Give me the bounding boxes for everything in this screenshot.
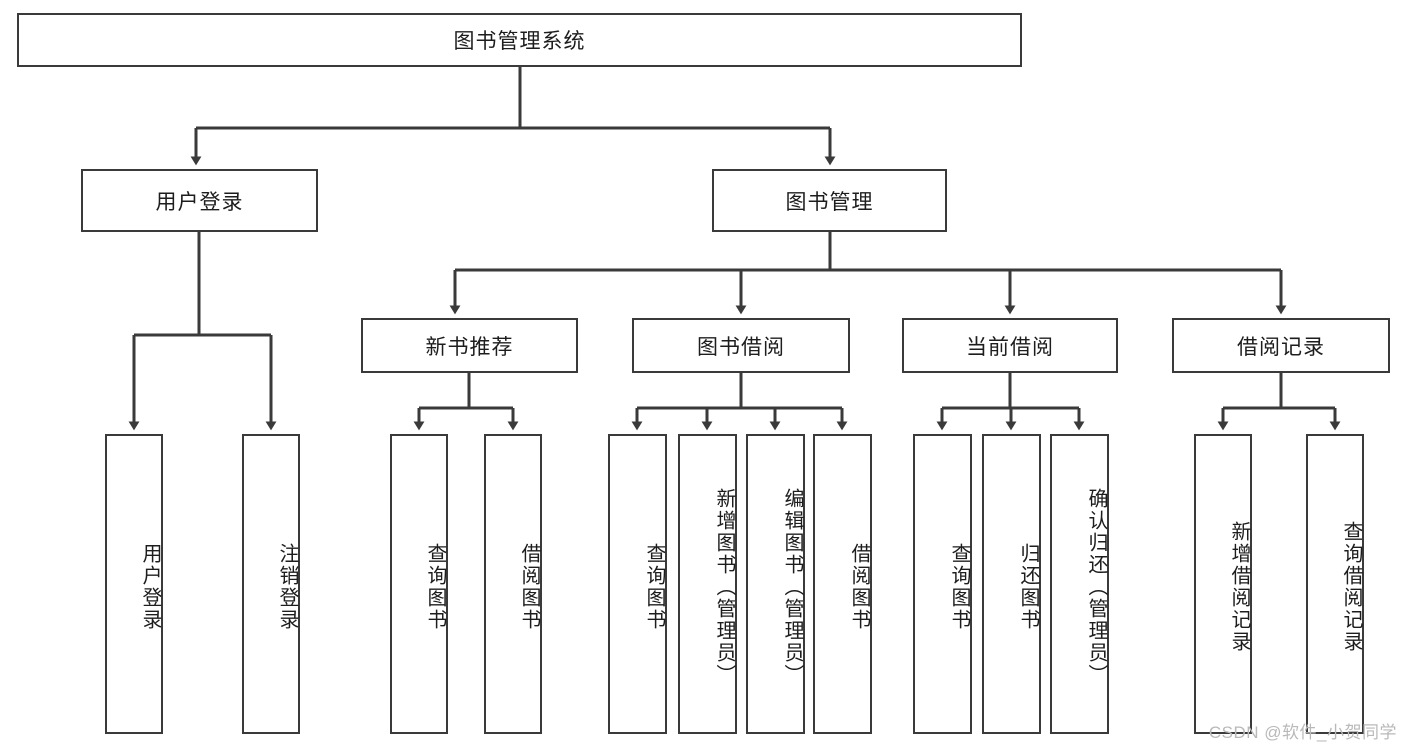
leaf-edit-book-admin-label: 编辑图书（管理员） bbox=[781, 488, 803, 686]
leaf-confirm-return-admin-label: 确认归还（管理员） bbox=[1085, 488, 1107, 686]
leaf-logout[interactable]: 注销登录 bbox=[242, 434, 300, 734]
node-book-management-label: 图书管理 bbox=[785, 190, 874, 214]
node-book-borrow[interactable]: 图书借阅 bbox=[632, 318, 850, 373]
leaf-query-book-current-label: 查询图书 bbox=[948, 543, 970, 631]
leaf-borrow-book-recommend[interactable]: 借阅图书 bbox=[484, 434, 542, 734]
leaf-return-book[interactable]: 归还图书 bbox=[982, 434, 1041, 734]
leaf-logout-label: 注销登录 bbox=[276, 543, 298, 631]
node-current-borrow[interactable]: 当前借阅 bbox=[902, 318, 1118, 373]
node-current-borrow-label: 当前借阅 bbox=[966, 335, 1054, 359]
leaf-borrow-book-label: 借阅图书 bbox=[848, 543, 870, 631]
leaf-edit-book-admin[interactable]: 编辑图书（管理员） bbox=[746, 434, 805, 734]
node-user-login-label: 用户登录 bbox=[155, 190, 244, 214]
leaf-user-login[interactable]: 用户登录 bbox=[105, 434, 163, 734]
node-new-book-recommend[interactable]: 新书推荐 bbox=[361, 318, 578, 373]
leaf-add-book-admin[interactable]: 新增图书（管理员） bbox=[678, 434, 737, 734]
leaf-add-borrow-record[interactable]: 新增借阅记录 bbox=[1194, 434, 1252, 734]
leaf-confirm-return-admin[interactable]: 确认归还（管理员） bbox=[1050, 434, 1109, 734]
node-user-login[interactable]: 用户登录 bbox=[81, 169, 318, 232]
leaf-add-book-admin-label: 新增图书（管理员） bbox=[713, 488, 735, 686]
node-root-label: 图书管理系统 bbox=[453, 30, 586, 53]
node-book-management[interactable]: 图书管理 bbox=[712, 169, 947, 232]
leaf-add-borrow-record-label: 新增借阅记录 bbox=[1228, 521, 1250, 653]
watermark: CSDN @软件_小贺同学 bbox=[1208, 723, 1397, 742]
node-borrow-record[interactable]: 借阅记录 bbox=[1172, 318, 1390, 373]
leaf-borrow-book-recommend-label: 借阅图书 bbox=[518, 543, 540, 631]
node-borrow-record-label: 借阅记录 bbox=[1237, 335, 1325, 359]
leaf-query-borrow-record-label: 查询借阅记录 bbox=[1340, 521, 1362, 653]
node-book-borrow-label: 图书借阅 bbox=[697, 335, 785, 359]
node-new-book-recommend-label: 新书推荐 bbox=[425, 335, 514, 359]
leaf-query-book-recommend[interactable]: 查询图书 bbox=[390, 434, 448, 734]
leaf-return-book-label: 归还图书 bbox=[1017, 543, 1039, 631]
leaf-query-book-borrow-label: 查询图书 bbox=[643, 543, 665, 631]
node-root[interactable]: 图书管理系统 bbox=[17, 13, 1022, 67]
leaf-query-book-current[interactable]: 查询图书 bbox=[913, 434, 972, 734]
leaf-query-book-recommend-label: 查询图书 bbox=[424, 543, 446, 631]
leaf-query-borrow-record[interactable]: 查询借阅记录 bbox=[1306, 434, 1364, 734]
leaf-query-book-borrow[interactable]: 查询图书 bbox=[608, 434, 667, 734]
leaf-borrow-book[interactable]: 借阅图书 bbox=[813, 434, 872, 734]
leaf-user-login-label: 用户登录 bbox=[139, 543, 161, 631]
